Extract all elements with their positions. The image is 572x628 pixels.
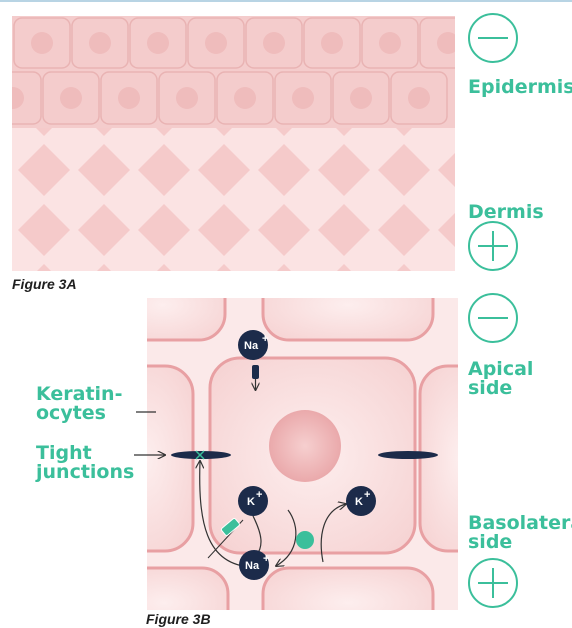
- plus-circle-icon: [469, 559, 517, 607]
- figure-3b-illustration: [100, 270, 500, 628]
- sodium-channel: [252, 365, 259, 379]
- potassium-ion-right-charge: +: [364, 489, 370, 501]
- potassium-ion-left-charge: +: [256, 489, 262, 501]
- keratinocytes-label: Keratin-ocytes: [36, 385, 116, 423]
- sodium-ion-bottom-charge: +: [263, 553, 269, 565]
- cell-nucleus: [269, 410, 341, 482]
- potassium-channel: [296, 531, 314, 549]
- apical-side-label: Apical side: [468, 360, 558, 398]
- dermis-label: Dermis: [468, 203, 544, 222]
- plus-circle-icon: [469, 222, 517, 270]
- figure-3a-caption: Figure 3A: [12, 276, 77, 292]
- potassium-ion-right-label: K: [355, 496, 363, 508]
- figure-3a-illustration: [0, 16, 476, 271]
- epidermis-label: Epidermis: [468, 78, 572, 97]
- minus-circle-icon: [469, 14, 517, 62]
- potassium-ion-left: K +: [238, 486, 268, 516]
- tight-junction-right: [378, 451, 438, 459]
- potassium-ion-right: K +: [346, 486, 376, 516]
- figure-3b-caption: Figure 3B: [146, 611, 211, 627]
- tight-junctions-label: Tight junctions: [36, 444, 128, 482]
- sodium-ion-bottom-label: Na: [245, 560, 260, 572]
- sodium-ion-top-label: Na: [244, 340, 259, 352]
- basolateral-side-label: Basolateral side: [468, 514, 572, 552]
- potassium-ion-left-label: K: [247, 496, 255, 508]
- minus-circle-icon: [469, 294, 517, 342]
- sodium-ion-top-charge: +: [262, 333, 268, 345]
